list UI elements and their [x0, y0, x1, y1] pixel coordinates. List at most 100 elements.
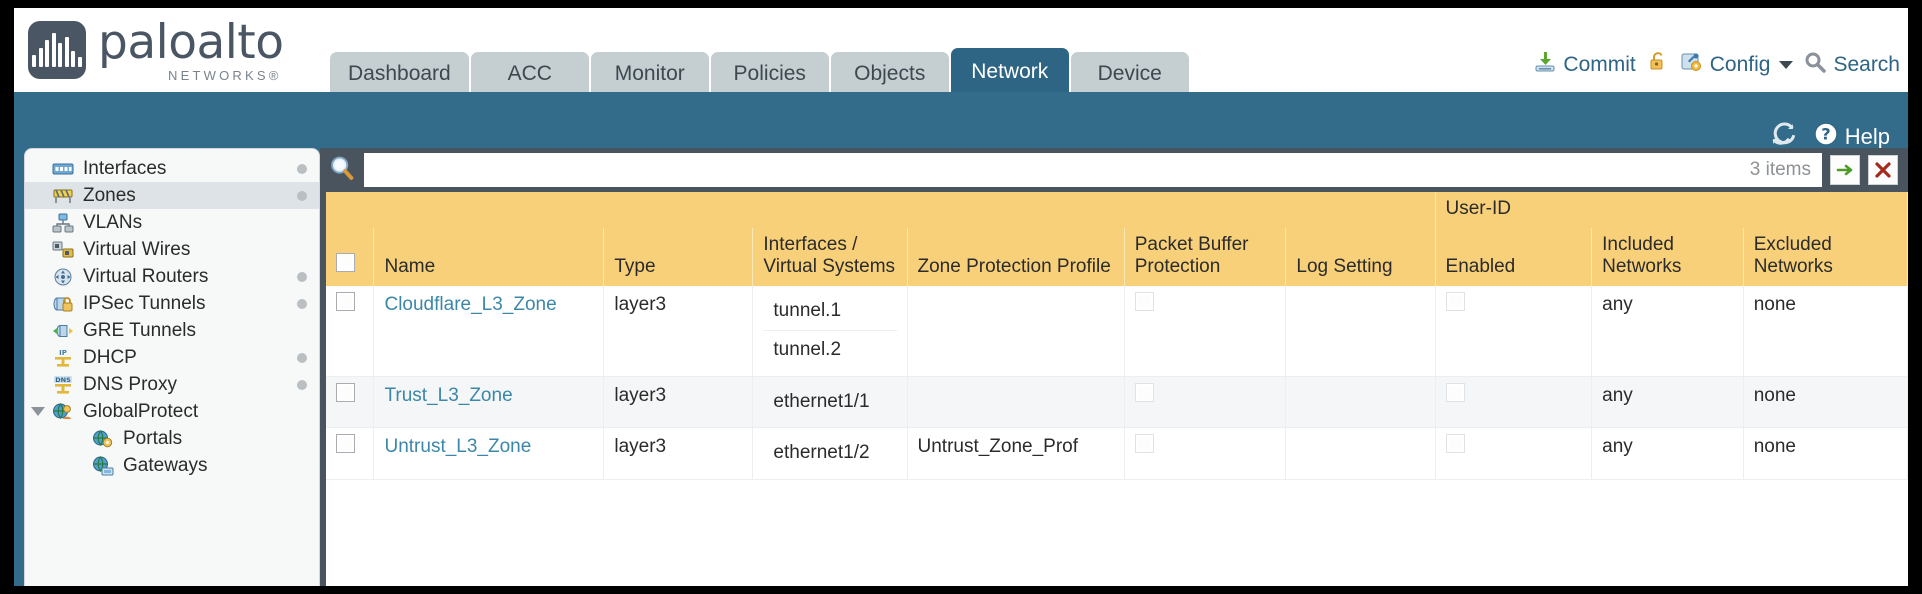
column-header-included-networks[interactable]: Included Networks: [1591, 228, 1744, 286]
row-checkbox[interactable]: [336, 291, 355, 311]
cell-name[interactable]: Untrust_L3_Zone: [373, 427, 605, 481]
config-menu[interactable]: Config: [1680, 50, 1794, 80]
sidebar-item-virtual-routers[interactable]: Virtual Routers: [25, 263, 319, 290]
tab-network[interactable]: Network: [950, 48, 1069, 96]
lock-icon[interactable]: [1646, 50, 1670, 80]
help-circle-icon: ?: [1813, 121, 1839, 153]
brand-logo[interactable]: paloalto NETWORKS®: [28, 19, 284, 82]
sidebar-item-interfaces[interactable]: Interfaces: [25, 155, 319, 182]
sidebar-item-ipsec-tunnels-label: IPSec Tunnels: [83, 292, 206, 314]
userid-enabled-checkbox[interactable]: [1445, 291, 1465, 311]
table-row[interactable]: Cloudflare_L3_Zone layer3 tunnel.1 tunne…: [326, 285, 1908, 377]
sidebar-item-vlans[interactable]: VLANs: [25, 209, 319, 236]
search-icon[interactable]: [328, 154, 356, 187]
cell-userid-enabled[interactable]: [1435, 285, 1593, 377]
tab-dashboard[interactable]: Dashboard: [330, 52, 469, 96]
portals-icon: [91, 429, 115, 449]
tab-objects-label: Objects: [854, 62, 926, 85]
cell-userid-enabled[interactable]: [1435, 376, 1593, 429]
tab-objects[interactable]: Objects: [830, 52, 949, 96]
sidebar-item-globalprotect[interactable]: GlobalProtect: [25, 398, 319, 425]
userid-enabled-checkbox[interactable]: [1445, 434, 1465, 454]
cell-zone-protection-profile: [907, 285, 1125, 377]
table-group-header-row: User-ID: [326, 192, 1908, 228]
select-all-checkbox[interactable]: [336, 252, 355, 272]
table-row[interactable]: Untrust_L3_Zone layer3 ethernet1/2 Untru…: [326, 427, 1908, 481]
cell-userid-enabled[interactable]: [1435, 427, 1593, 481]
tab-device[interactable]: Device: [1070, 52, 1189, 96]
userid-enabled-checkbox[interactable]: [1445, 382, 1465, 402]
column-header-enabled[interactable]: Enabled: [1435, 228, 1593, 286]
tab-acc[interactable]: ACC: [470, 52, 589, 96]
packet-buffer-protection-checkbox[interactable]: [1134, 434, 1154, 454]
sidebar-item-dhcp[interactable]: IP DHCP: [25, 344, 319, 371]
cell-type: layer3: [603, 285, 754, 377]
search-field-wrapper[interactable]: 3 items: [364, 153, 1822, 187]
status-dot: [297, 271, 307, 282]
row-select-cell[interactable]: [326, 427, 375, 481]
interface-entry: ethernet1/2: [773, 442, 870, 464]
zone-link[interactable]: Trust_L3_Zone: [384, 384, 513, 406]
sidebar-item-globalprotect-label: GlobalProtect: [83, 400, 199, 422]
zone-link[interactable]: Cloudflare_L3_Zone: [384, 293, 557, 315]
commit-button[interactable]: Commit: [1533, 50, 1636, 80]
zones-table-container: User-ID Name Type Interfaces / Virtual S…: [326, 192, 1908, 586]
column-header-packet-buffer-protection[interactable]: Packet Buffer Protection: [1124, 228, 1287, 286]
tab-monitor[interactable]: Monitor: [590, 52, 709, 96]
sidebar-item-gateways[interactable]: Gateways: [25, 452, 319, 479]
commit-label: Commit: [1563, 53, 1636, 76]
ipsec-tunnels-icon: [51, 294, 75, 314]
chevron-down-icon[interactable]: [31, 406, 45, 416]
column-header-name[interactable]: Name: [373, 228, 605, 286]
search-input[interactable]: [365, 154, 1750, 186]
sidebar-item-ipsec-tunnels[interactable]: IPSec Tunnels: [25, 290, 319, 317]
row-select-cell[interactable]: [326, 376, 375, 429]
search-label: Search: [1833, 53, 1900, 76]
brand-tagline: NETWORKS®: [168, 67, 282, 83]
tab-network-label: Network: [971, 60, 1049, 83]
status-dot: [297, 163, 307, 174]
sidebar-item-portals[interactable]: Portals: [25, 425, 319, 452]
row-checkbox[interactable]: [336, 434, 355, 454]
column-header-zone-protection-profile[interactable]: Zone Protection Profile: [907, 228, 1125, 286]
sidebar-item-virtual-wires-label: Virtual Wires: [83, 238, 191, 260]
table-row[interactable]: Trust_L3_Zone layer3 ethernet1/1 any non…: [326, 376, 1908, 429]
zone-link[interactable]: Untrust_L3_Zone: [384, 436, 532, 458]
cell-interfaces: ethernet1/1: [752, 376, 908, 429]
cell-name[interactable]: Trust_L3_Zone: [373, 376, 605, 429]
column-header-excluded-networks[interactable]: Excluded Networks: [1743, 228, 1908, 286]
sidebar-item-zones[interactable]: Zones: [25, 182, 319, 209]
column-header-log-setting[interactable]: Log Setting: [1285, 228, 1436, 286]
cell-packet-buffer-protection[interactable]: [1124, 285, 1287, 377]
cell-packet-buffer-protection[interactable]: [1124, 376, 1287, 429]
column-header-type[interactable]: Type: [603, 228, 754, 286]
sidebar-item-virtual-wires[interactable]: Virtual Wires: [25, 236, 319, 263]
vlans-icon: [51, 213, 75, 233]
tab-dashboard-label: Dashboard: [348, 62, 451, 85]
clear-filter-button[interactable]: [1868, 155, 1898, 185]
packet-buffer-protection-checkbox[interactable]: [1134, 382, 1154, 402]
apply-filter-button[interactable]: [1830, 155, 1860, 185]
column-header-interfaces[interactable]: Interfaces / Virtual Systems: [752, 228, 908, 286]
sidebar-item-dns-proxy[interactable]: DNS DNS Proxy: [25, 371, 319, 398]
row-select-cell[interactable]: [326, 285, 375, 377]
refresh-icon[interactable]: [1769, 120, 1797, 153]
select-all-header[interactable]: [326, 228, 375, 286]
packet-buffer-protection-checkbox[interactable]: [1134, 291, 1154, 311]
status-dot: [297, 190, 307, 201]
sidebar-item-portals-label: Portals: [123, 427, 183, 449]
search-toolbar: 3 items: [320, 148, 1908, 192]
tab-policies[interactable]: Policies: [710, 52, 829, 96]
help-button[interactable]: ? Help: [1813, 121, 1890, 153]
tab-acc-label: ACC: [507, 62, 552, 85]
sidebar-item-dns-proxy-label: DNS Proxy: [83, 373, 177, 395]
sidebar-item-gre-tunnels[interactable]: GRE Tunnels: [25, 317, 319, 344]
table-header-row: Name Type Interfaces / Virtual Systems Z…: [326, 228, 1908, 286]
search-button[interactable]: Search: [1803, 50, 1900, 80]
cell-name[interactable]: Cloudflare_L3_Zone: [373, 285, 605, 377]
svg-text:DNS: DNS: [55, 376, 71, 384]
cell-excluded-networks: none: [1743, 427, 1908, 481]
row-checkbox[interactable]: [336, 382, 355, 402]
cell-packet-buffer-protection[interactable]: [1124, 427, 1287, 481]
sidebar-item-interfaces-label: Interfaces: [83, 157, 167, 179]
